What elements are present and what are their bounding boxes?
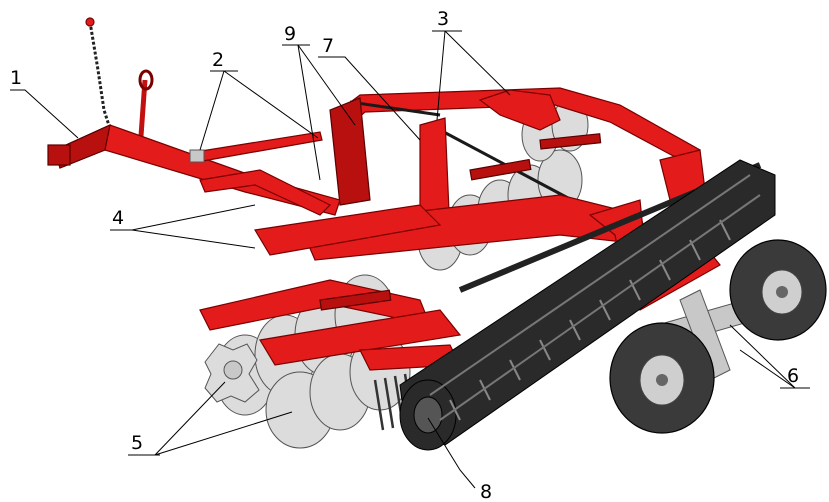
callout-5: 5 bbox=[131, 432, 143, 454]
callout-4: 4 bbox=[112, 207, 124, 229]
leader-lines bbox=[10, 30, 810, 489]
callout-7: 7 bbox=[322, 35, 334, 57]
hitch-drawbar bbox=[47, 17, 341, 216]
callout-labels: 1 2 3 4 5 6 7 8 9 bbox=[10, 8, 799, 502]
callout-2: 2 bbox=[212, 49, 224, 71]
callout-8: 8 bbox=[480, 481, 492, 502]
crumbler-roller bbox=[399, 159, 776, 451]
callout-1: 1 bbox=[10, 67, 22, 89]
callout-9: 9 bbox=[284, 23, 296, 45]
callout-6: 6 bbox=[787, 365, 799, 387]
transport-axle bbox=[609, 239, 827, 434]
callout-3: 3 bbox=[437, 8, 449, 30]
